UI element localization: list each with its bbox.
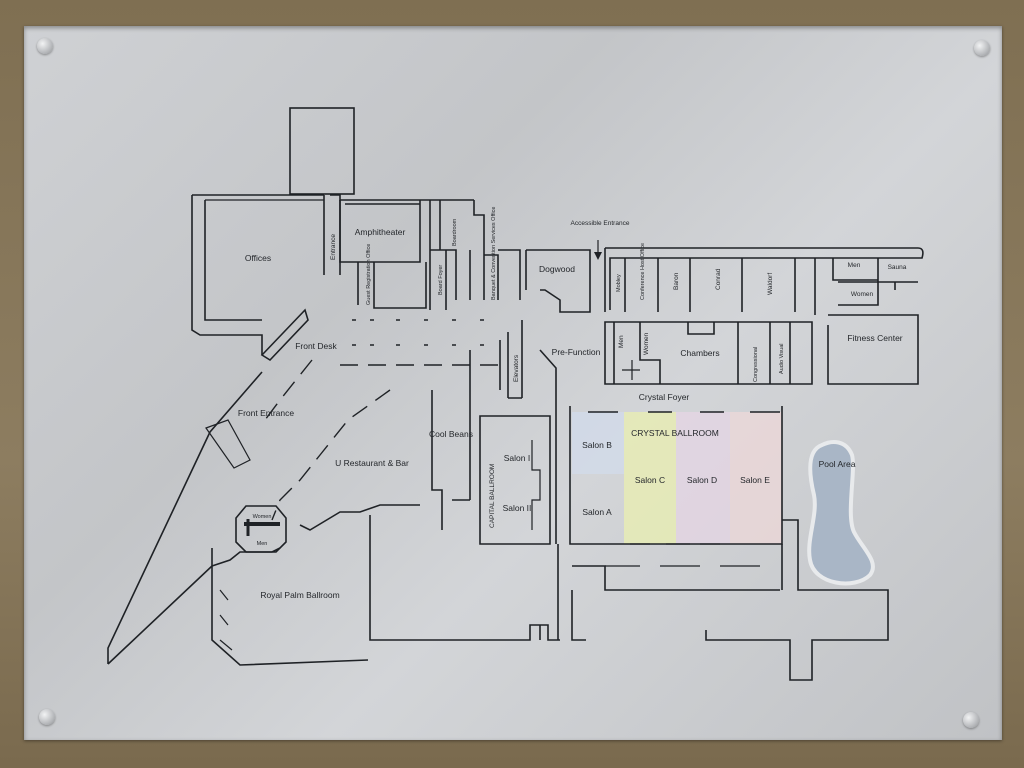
- label-banquet-office: Banquet & Convention Services Office: [491, 207, 497, 300]
- label-accessible-entrance: Accessible Entrance: [571, 220, 630, 227]
- label-amphitheater: Amphitheater: [355, 227, 406, 237]
- screw-icon: [37, 38, 53, 54]
- label-front-desk: Front Desk: [295, 341, 337, 351]
- label-u-restaurant: U Restaurant & Bar: [335, 458, 409, 468]
- label-congressional: Congressional: [753, 347, 759, 382]
- label-elevators: Elevators: [513, 354, 520, 382]
- label-men-restroom: Men: [257, 541, 268, 547]
- label-offices: Offices: [245, 253, 271, 263]
- label-royal-palm-ballroom: Royal Palm Ballroom: [260, 590, 339, 600]
- label-salon-i: Salon I: [504, 453, 530, 463]
- screw-icon: [974, 40, 990, 56]
- salon-b-tint: [572, 412, 624, 474]
- pool-shape: [807, 440, 875, 586]
- salon-c-tint: [624, 412, 676, 544]
- label-crystal-ballroom: CRYSTAL BALLROOM: [631, 428, 719, 438]
- floor-plan-plate: [24, 26, 1002, 740]
- label-salon-ii: Salon II: [503, 503, 532, 513]
- label-waldorf: Waldorf: [767, 273, 774, 295]
- label-front-entrance: Front Entrance: [238, 408, 294, 418]
- label-mobley: Mobley: [616, 274, 622, 292]
- salon-d-tint: [676, 412, 730, 544]
- label-pre-function: Pre-Function: [552, 347, 601, 357]
- label-conrad: Conrad: [715, 268, 722, 290]
- tower-block: [289, 107, 355, 195]
- label-entrance: Entrance: [330, 234, 337, 260]
- label-women-restroom: Women: [253, 514, 272, 520]
- label-cool-beans: Cool Beans: [429, 429, 473, 439]
- label-pool-area: Pool Area: [819, 459, 856, 469]
- label-sauna: Sauna: [888, 264, 907, 271]
- label-capital-ballroom: CAPITAL BALLROOM: [489, 464, 496, 528]
- label-guest-registration: Guest Registration Office: [366, 244, 372, 305]
- label-salon-a: Salon A: [582, 507, 612, 517]
- label-baron: Baron: [673, 272, 680, 290]
- label-fitness-center: Fitness Center: [847, 333, 902, 343]
- label-salon-e: Salon E: [740, 475, 770, 485]
- label-salon-d: Salon D: [687, 475, 717, 485]
- label-salon-c: Salon C: [635, 475, 665, 485]
- label-chambers: Chambers: [680, 348, 719, 358]
- screw-icon: [963, 712, 979, 728]
- label-boardroom: Boardroom: [452, 218, 458, 246]
- label-audio-visual: Audio Visual: [779, 344, 785, 374]
- label-men-fitness: Men: [848, 262, 861, 269]
- screw-icon: [39, 709, 55, 725]
- salon-e-tint: [730, 412, 782, 544]
- label-women-fitness: Women: [851, 291, 874, 298]
- label-dogwood: Dogwood: [539, 264, 575, 274]
- label-conference-host-office: Conference Host Office: [640, 243, 646, 300]
- label-crystal-foyer: Crystal Foyer: [639, 392, 690, 402]
- label-men-chambers: Men: [618, 335, 625, 348]
- label-salon-b: Salon B: [582, 440, 612, 450]
- label-board-foyer: Board Foyer: [438, 265, 444, 295]
- label-women-chambers: Women: [643, 332, 650, 355]
